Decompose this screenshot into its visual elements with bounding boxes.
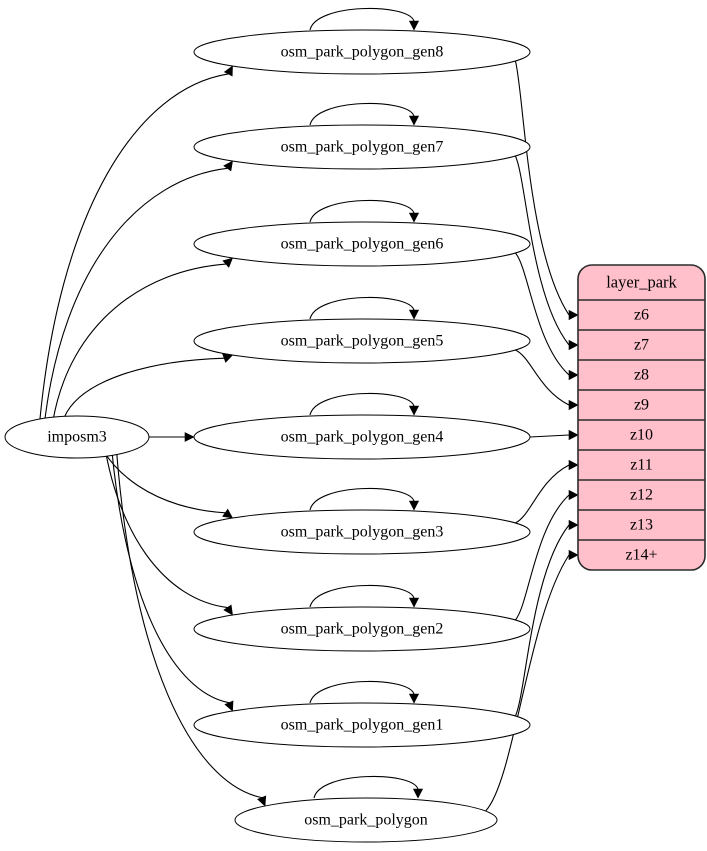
node-label-gen7: osm_park_polygon_gen7 [281,139,444,156]
node-gen7[interactable]: osm_park_polygon_gen7 [193,124,531,170]
node-label-gen1: osm_park_polygon_gen1 [281,717,444,734]
node-ellipse-gen7 [193,124,531,170]
table-row-label-z10: z10 [630,427,653,444]
node-ellipse-gen5 [193,318,531,364]
source-node: imposm3 [4,415,150,459]
self-loop-edges [309,7,424,799]
node-label-poly: osm_park_polygon [304,812,428,829]
node-ellipse-gen8 [193,29,531,75]
table-row-label-z13: z13 [630,517,653,534]
node-label-gen4: osm_park_polygon_gen4 [281,429,444,446]
node-poly[interactable]: osm_park_polygon [234,797,498,843]
table-row-label-z11: z11 [630,457,653,474]
table-background [578,265,705,570]
node-ellipse-gen1 [193,702,531,748]
node-ellipse-poly [234,797,498,843]
table-header-layer-park: layer_park [606,272,677,291]
edges-nodes-to-table [485,60,579,812]
node-ellipse-gen4 [193,414,531,460]
node-ellipse-gen2 [193,606,531,652]
node-label-imposm3: imposm3 [47,429,107,446]
node-label-gen8: osm_park_polygon_gen8 [281,44,444,61]
node-ellipse-gen6 [193,221,531,267]
node-gen5[interactable]: osm_park_polygon_gen5 [193,318,531,364]
node-label-gen2: osm_park_polygon_gen2 [281,621,444,638]
node-label-gen3: osm_park_polygon_gen3 [281,524,444,541]
table-row-label-z12: z12 [630,487,653,504]
node-label-gen5: osm_park_polygon_gen5 [281,333,444,350]
node-gen1[interactable]: osm_park_polygon_gen1 [193,702,531,748]
node-gen3[interactable]: osm_park_polygon_gen3 [193,509,531,555]
node-ellipse-imposm3 [4,415,150,459]
node-gen2[interactable]: osm_park_polygon_gen2 [193,606,531,652]
table-row-label-z14+: z14+ [625,547,657,564]
edges-source-to-nodes [38,65,267,807]
node-gen8[interactable]: osm_park_polygon_gen8 [193,29,531,75]
table-outline [577,264,706,571]
table-row-label-z8: z8 [634,367,649,384]
table-row-label-z6: z6 [634,307,649,324]
table-row-label-z9: z9 [634,397,649,414]
node-imposm3[interactable]: imposm3 [4,415,150,459]
node-gen6[interactable]: osm_park_polygon_gen6 [193,221,531,267]
node-ellipse-gen3 [193,509,531,555]
node-label-gen6: osm_park_polygon_gen6 [281,236,444,253]
node-gen4[interactable]: osm_park_polygon_gen4 [193,414,531,460]
table-row-label-z7: z7 [634,337,649,354]
layer-park-table: layer_park z6 z7 z8 z9 z10 z11 z12 z13 z14+ [577,264,706,571]
ellipse-nodes: osm_park_polygon_gen8 osm_park_polygon_ge… [193,29,531,843]
